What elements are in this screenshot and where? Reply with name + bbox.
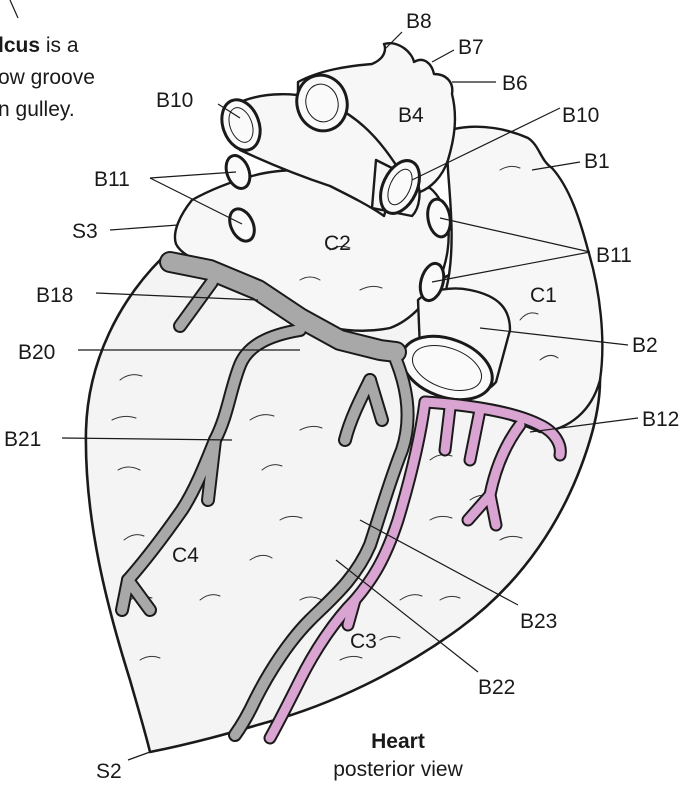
label-c1: C1 [530,284,557,307]
note-line3: n gulley. [0,98,75,121]
note-line2: ow groove [0,66,95,89]
label-c4: C4 [172,544,199,567]
label-b23: B23 [520,610,557,633]
label-c3: C3 [350,630,377,653]
label-b12: B12 [642,408,679,431]
note-bold-term: lcus [0,34,40,57]
label-b11-right: B11 [596,244,632,267]
label-c2: C2 [324,232,351,255]
label-b21: B21 [4,428,41,451]
label-b8: B8 [406,10,432,33]
label-b4: B4 [398,104,424,127]
label-s2: S2 [96,760,122,783]
label-b18: B18 [36,284,73,307]
note-line1-rest: is a [40,34,79,57]
label-b20: B20 [18,341,55,364]
caption-subtitle: posterior view [333,758,463,781]
label-s3: S3 [72,220,98,243]
label-b22: B22 [478,676,515,699]
label-b11-left: B11 [94,168,130,191]
label-b7: B7 [458,36,484,59]
label-b6: B6 [502,72,528,95]
sulcus-note: lcus is a ow groove n gulley. [0,34,95,121]
label-b2: B2 [632,334,658,357]
label-b1: B1 [584,150,610,173]
label-b10-left: B10 [156,89,193,112]
label-b10-right: B10 [562,104,599,127]
note-line1: lcus is a [0,34,79,57]
caption-title: Heart [371,730,425,753]
caption: Heart posterior view [333,730,463,781]
